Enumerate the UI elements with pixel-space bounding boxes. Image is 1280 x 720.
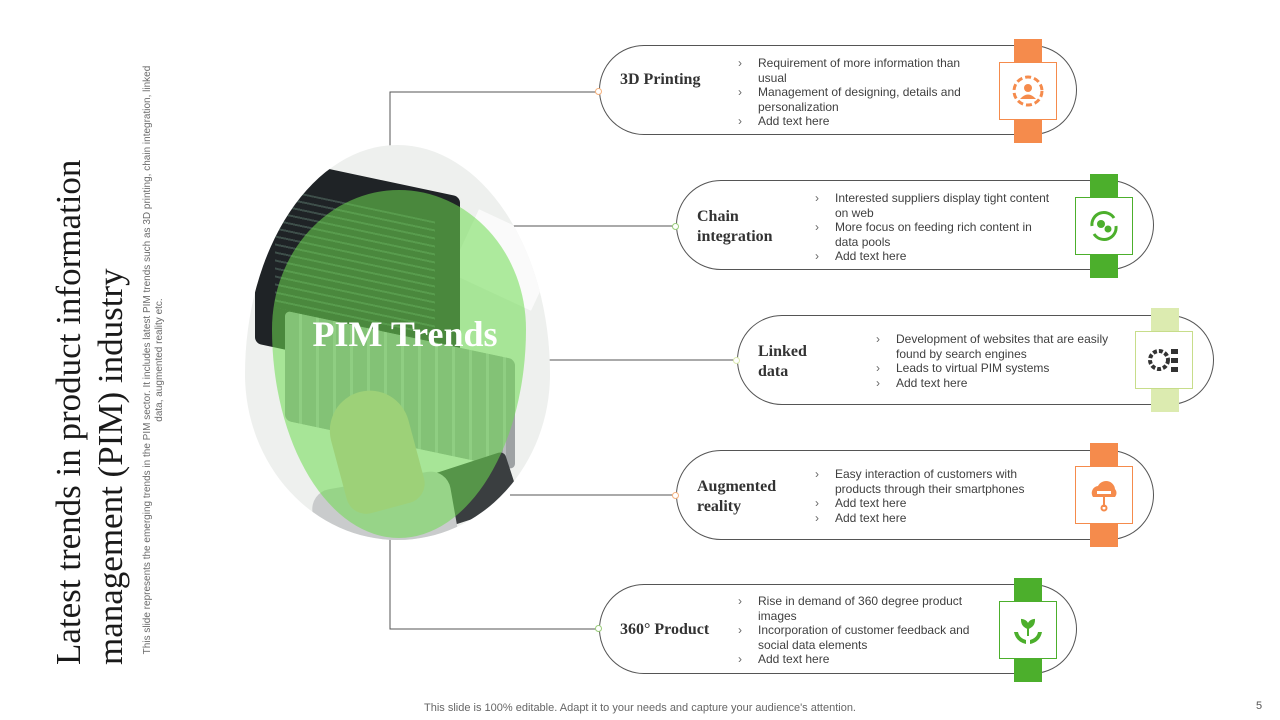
- connector-dot: [595, 625, 602, 632]
- page-number: 5: [1256, 700, 1263, 712]
- cloud-server-icon: [1075, 466, 1133, 524]
- center-label: PIM Trends: [312, 314, 498, 354]
- trend-bullets: Requirement of more information than usu…: [738, 56, 978, 129]
- bullet-item: Easy interaction of customers with produ…: [815, 467, 1055, 496]
- trend-card-augmented-reality: Augmented reality Easy interaction of cu…: [676, 450, 1154, 540]
- connector-dot: [672, 223, 679, 230]
- trend-bullets: Easy interaction of customers with produ…: [815, 467, 1055, 525]
- bullet-item: Add text here: [815, 496, 1055, 511]
- recycle-gears-icon: [1075, 197, 1133, 255]
- gear-network-icon: [1135, 331, 1193, 389]
- bullet-item: Add text here: [738, 652, 978, 667]
- bullet-item: Add text here: [876, 376, 1121, 391]
- trend-title: Augmented reality: [697, 478, 777, 515]
- connector-dot: [733, 357, 740, 364]
- connector-dot: [595, 88, 602, 95]
- bullet-item: Leads to virtual PIM systems: [876, 361, 1121, 376]
- bullet-item: Interested suppliers display tight conte…: [815, 191, 1055, 220]
- bullet-item: More focus on feeding rich content in da…: [815, 220, 1055, 249]
- trend-bullets: Rise in demand of 360 degree product ima…: [738, 594, 978, 667]
- trend-title: 3D Printing: [620, 71, 701, 88]
- bullet-item: Management of designing, details and per…: [738, 85, 978, 114]
- footer-note: This slide is 100% editable. Adapt it to…: [424, 702, 856, 714]
- trend-title: Chain integration: [697, 208, 773, 245]
- gear-people-icon: [999, 62, 1057, 120]
- trend-card-linked-data: Linked data Development of websites that…: [737, 315, 1214, 405]
- trend-card-chain-integration: Chain integration Interested suppliers d…: [676, 180, 1154, 270]
- hands-plant-icon: [999, 601, 1057, 659]
- bullet-item: Development of websites that are easily …: [876, 332, 1121, 361]
- trend-title: Linked data: [758, 343, 807, 380]
- connector-dot: [672, 492, 679, 499]
- bullet-item: Add text here: [738, 114, 978, 129]
- bullet-item: Add text here: [815, 249, 1055, 264]
- connector-5: [389, 530, 598, 630]
- trend-bullets: Development of websites that are easily …: [876, 332, 1121, 390]
- bullet-item: Add text here: [815, 511, 1055, 526]
- trend-bullets: Interested suppliers display tight conte…: [815, 191, 1055, 264]
- bullet-item: Incorporation of customer feedback and s…: [738, 623, 978, 652]
- bullet-item: Rise in demand of 360 degree product ima…: [738, 594, 978, 623]
- trend-card-3d-printing: 3D Printing Requirement of more informat…: [599, 45, 1077, 135]
- trend-card-360-product: 360° Product Rise in demand of 360 degre…: [599, 584, 1077, 674]
- green-overlay: [272, 190, 526, 538]
- bullet-item: Requirement of more information than usu…: [738, 56, 978, 85]
- trend-title: 360° Product: [620, 621, 710, 638]
